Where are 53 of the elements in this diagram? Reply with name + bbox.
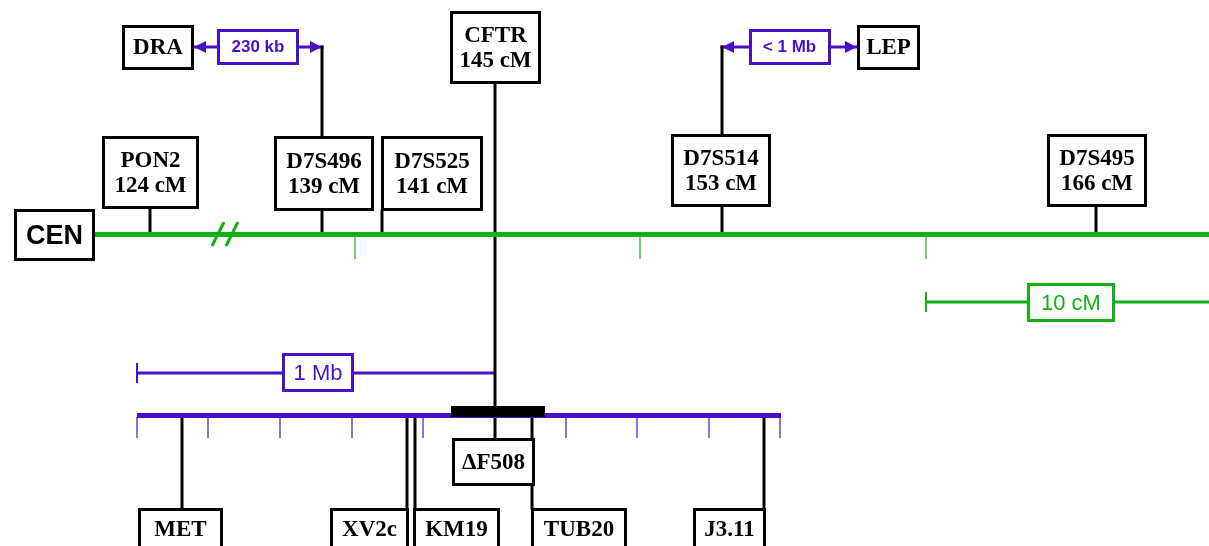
connector-line — [720, 205, 724, 234]
scale-label: 10 cM — [1027, 283, 1115, 322]
marker-position: 141 cM — [395, 173, 469, 198]
marker-position: 124 cM — [114, 172, 187, 197]
marker-name: LEP — [866, 35, 911, 60]
marker-position: 153 cM — [684, 170, 758, 195]
marker-box — [671, 134, 771, 207]
marker-position: 166 cM — [1060, 170, 1134, 195]
connector-line — [380, 209, 384, 234]
marker-box — [138, 508, 223, 546]
marker-name: MET — [154, 516, 207, 542]
connector-line — [720, 45, 724, 136]
marker-position: 145 cM — [459, 47, 532, 72]
marker-name: J3.11 — [704, 516, 755, 542]
connector-line — [405, 416, 409, 510]
scale-label: 1 Mb — [282, 353, 354, 392]
marker-box — [1047, 134, 1147, 207]
marker-box — [413, 508, 500, 546]
gene-bar — [451, 406, 545, 417]
marker-name: D7S514 — [683, 146, 759, 171]
marker-box — [450, 11, 541, 84]
connector-line — [762, 416, 766, 510]
marker-box — [452, 438, 535, 486]
marker-name: D7S495 — [1059, 146, 1135, 171]
marker-name: CEN — [26, 220, 83, 250]
marker-name: KM19 — [425, 516, 488, 542]
marker-name: DRA — [133, 35, 183, 60]
marker-box — [274, 136, 374, 211]
connector-line — [1094, 205, 1098, 234]
edge-label: < 1 Mb — [748, 29, 831, 65]
marker-name: XV2c — [342, 516, 397, 542]
marker-name: D7S525 — [394, 149, 470, 174]
marker-box — [14, 209, 95, 261]
marker-box — [381, 136, 483, 211]
marker-name: CFTR — [464, 23, 527, 48]
connector-line — [180, 416, 184, 510]
marker-box — [693, 508, 766, 546]
edge-label: 230 kb — [217, 29, 299, 65]
marker-name: ΔF508 — [462, 449, 525, 475]
marker-name: TUB20 — [543, 516, 615, 542]
marker-box — [102, 136, 199, 209]
marker-box — [122, 25, 194, 70]
marker-box — [330, 508, 409, 546]
connector-line — [413, 416, 417, 510]
marker-name: D7S496 — [286, 149, 362, 174]
connector-line — [148, 207, 152, 234]
marker-position: 139 cM — [287, 173, 361, 198]
marker-box — [857, 25, 920, 70]
connector-line — [320, 45, 324, 138]
connector-line — [320, 209, 324, 234]
marker-box — [531, 508, 627, 546]
connector-line — [493, 82, 497, 440]
marker-name: PON2 — [120, 148, 181, 173]
